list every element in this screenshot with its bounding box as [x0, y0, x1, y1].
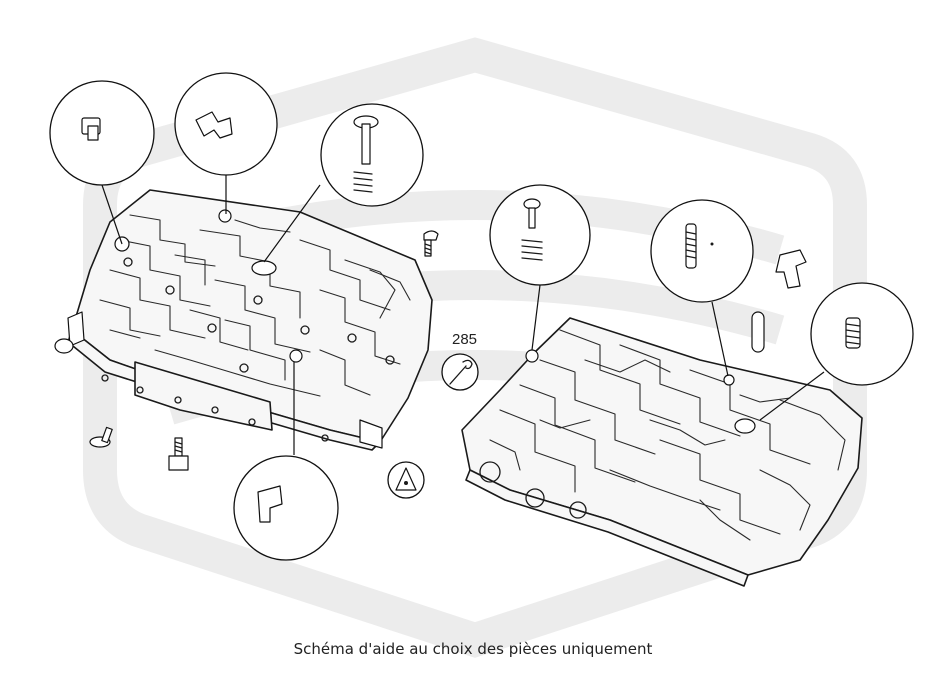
- screw-top-center[interactable]: [423, 230, 439, 257]
- callout-plug-a[interactable]: [49, 80, 155, 245]
- plate-channels: [489, 329, 846, 541]
- plug-c: [218, 209, 232, 223]
- callout-plug-c[interactable]: [759, 282, 914, 421]
- diagram-caption: Schéma d'aide au choix des pièces unique…: [293, 640, 653, 658]
- bolt-lower-left-a[interactable]: [89, 426, 113, 448]
- wrench-symbol-icon[interactable]: [441, 353, 479, 391]
- callout-threaded-pin[interactable]: [650, 199, 754, 377]
- plate-port-a: [479, 461, 501, 483]
- intermediate-plate[interactable]: [461, 317, 863, 587]
- callout-spring-assembly[interactable]: [489, 184, 591, 351]
- plug-d: [289, 349, 303, 363]
- bolt-lower-left-b[interactable]: [168, 437, 189, 471]
- plug-b: [251, 260, 277, 276]
- plate-plug-a: [525, 349, 539, 363]
- plate-plug-c: [734, 418, 756, 434]
- gasket-bolts: [101, 374, 329, 442]
- callout-valve-spring[interactable]: [263, 103, 424, 263]
- bracket-right[interactable]: [775, 249, 807, 289]
- gasket-plate: [134, 361, 273, 431]
- end-fitting: [54, 311, 85, 354]
- plate-plug-b: [723, 374, 735, 386]
- callout-retainer[interactable]: [174, 72, 278, 214]
- part-number-285: 285: [452, 331, 477, 348]
- pin-right[interactable]: [751, 311, 765, 353]
- bolt-holes: [123, 257, 395, 373]
- plate-port-c: [569, 501, 587, 519]
- upper-valve-body[interactable]: [54, 189, 433, 451]
- callout-plug-b[interactable]: [233, 362, 339, 561]
- torque-triangle-icon[interactable]: [387, 461, 425, 499]
- valve-body-channels: [99, 214, 411, 397]
- plate-port-b: [525, 488, 545, 508]
- rear-end-cap: [359, 419, 383, 449]
